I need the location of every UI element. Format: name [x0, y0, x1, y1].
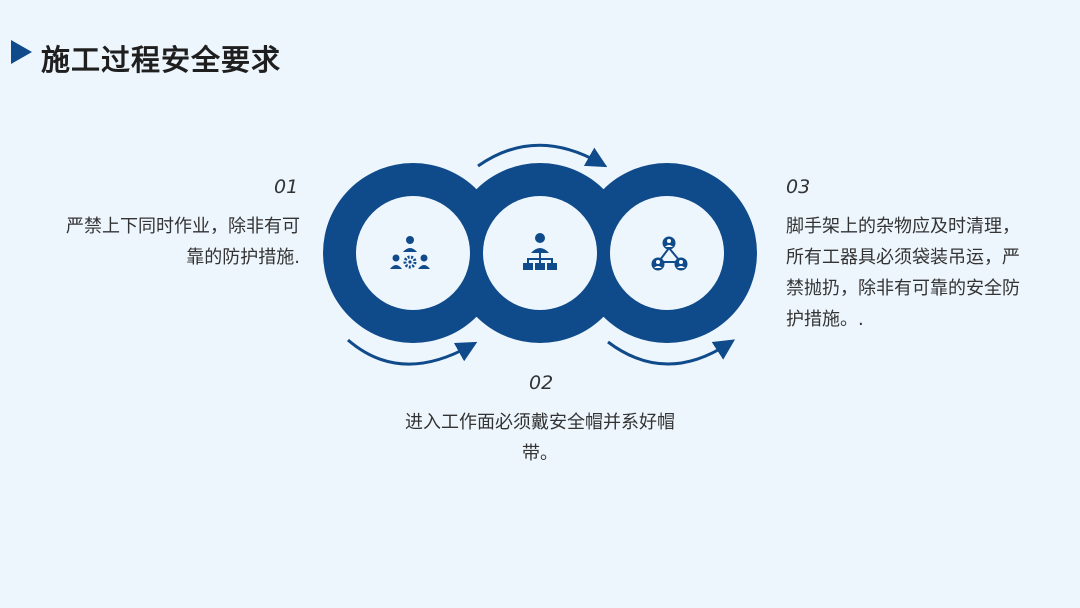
step-number-03: 03 [786, 176, 811, 198]
step-number-01: 01 [274, 176, 299, 198]
page-title: 施工过程安全要求 [41, 43, 282, 77]
step-description-03: 脚手架上的杂物应及时清理，所有工器具必须袋装吊运，严禁抛扔，除非有可靠的安全防护… [786, 216, 1020, 330]
arrow-bottom-right [607, 339, 736, 366]
org-hierarchy-icon [523, 233, 557, 270]
title-marker-triangle [11, 40, 32, 64]
people-network-icon [651, 236, 688, 271]
team-gear-icon [390, 236, 430, 269]
step-description-02: 进入工作面必须戴安全帽并系好帽带。 [405, 412, 675, 464]
step-number-02: 02 [529, 372, 554, 394]
arrow-top [477, 143, 608, 168]
step-description-01: 严禁上下同时作业，除非有可靠的防护措施. [66, 216, 300, 268]
arrow-bottom-left [347, 338, 478, 366]
